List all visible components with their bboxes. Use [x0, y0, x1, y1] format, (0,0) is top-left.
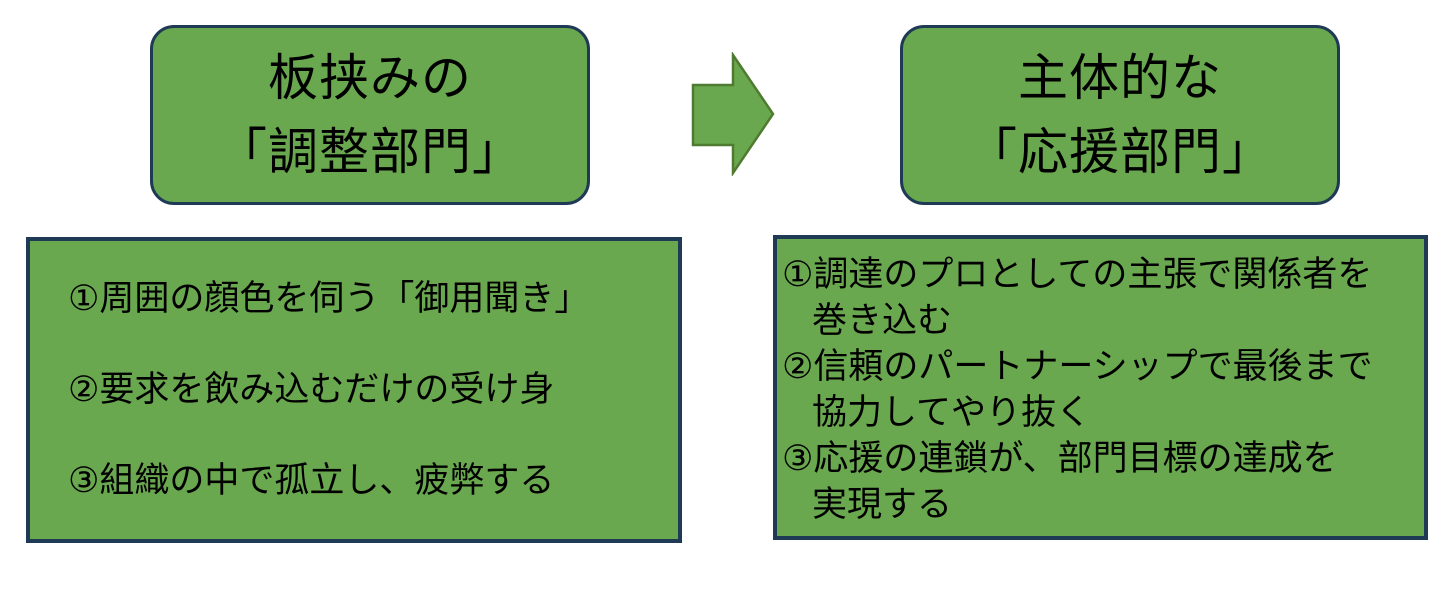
list-item: ①周囲の顔色を伺う「御用聞き」 — [68, 279, 590, 318]
header-line: 「応援部門」 — [967, 124, 1273, 180]
list-item-line-continuation: 巻き込む — [812, 301, 953, 340]
right-arrow-shape — [691, 50, 775, 178]
list-item-line: ①調達のプロとしての主張で関係者を — [782, 255, 1373, 294]
header-box-coordination-dept: 板挟みの 「調整部門」 — [150, 25, 590, 205]
list-item-line-continuation: 実現する — [812, 485, 953, 524]
list-item: ③応援の連鎖が、部門目標の達成を 実現する — [782, 436, 1418, 528]
header-line: 「調整部門」 — [217, 124, 523, 180]
list-item-line-continuation: 協力してやり抜く — [812, 393, 1091, 432]
right-arrow-icon — [691, 50, 776, 178]
list-box-coordination-traits: ①周囲の顔色を伺う「御用聞き」 ②要求を飲み込むだけの受け身 ③組織の中で孤立し… — [26, 237, 682, 543]
header-box-support-dept: 主体的な 「応援部門」 — [900, 25, 1340, 205]
list-box-support-traits: ①調達のプロとしての主張で関係者を 巻き込む ②信頼のパートナーシップで最後まで… — [773, 235, 1428, 540]
list-item: ①調達のプロとしての主張で関係者を 巻き込む — [782, 252, 1418, 344]
list-item: ②信頼のパートナーシップで最後まで 協力してやり抜く — [782, 344, 1418, 436]
header-line: 主体的な — [1018, 50, 1222, 106]
list-item: ③組織の中で孤立し、疲弊する — [68, 461, 555, 500]
list-item-line: ③応援の連鎖が、部門目標の達成を — [782, 439, 1338, 478]
header-line: 板挟みの — [268, 50, 472, 106]
list-item-line: ②信頼のパートナーシップで最後まで — [782, 347, 1373, 386]
list-item: ②要求を飲み込むだけの受け身 — [68, 370, 555, 409]
